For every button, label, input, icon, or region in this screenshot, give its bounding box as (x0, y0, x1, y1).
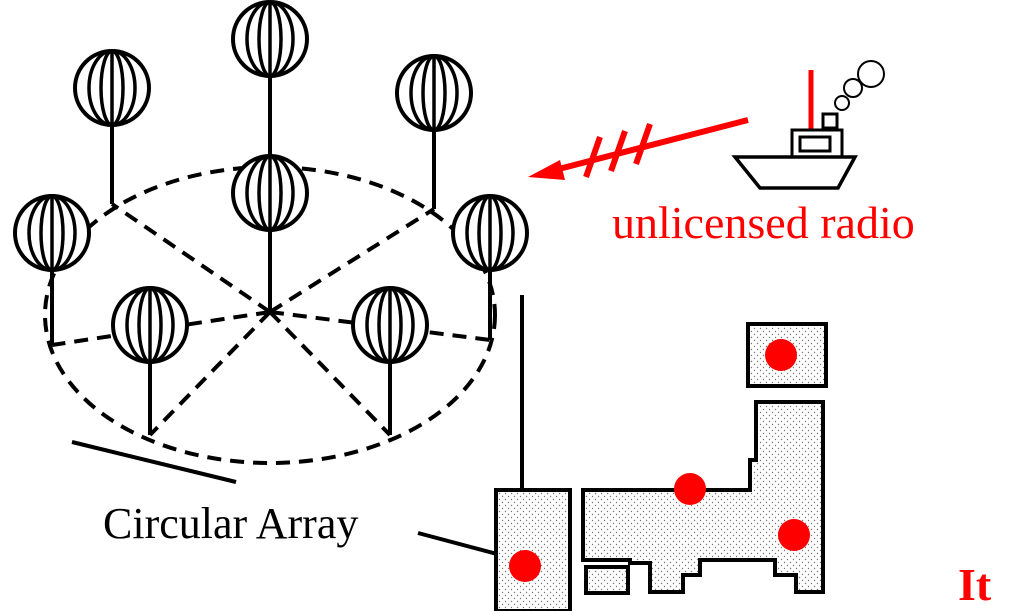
station-dot-icon (509, 550, 541, 582)
loop-antenna-icon (231, 154, 309, 232)
loop-antenna-icon (231, 0, 309, 78)
map-region (584, 565, 630, 595)
loop-antenna-icon (111, 286, 189, 364)
signal-arrow-icon (528, 117, 749, 180)
station-dot-icon (765, 339, 797, 371)
corner-text: It (958, 559, 992, 610)
ship-icon (731, 60, 885, 190)
loop-antenna-icon (73, 49, 151, 127)
circular-array-label: Circular Array (103, 499, 358, 548)
loop-antenna-icon (451, 194, 529, 272)
station-dot-icon (778, 519, 810, 551)
array-spokes (51, 202, 491, 437)
loop-antenna-icon (351, 286, 429, 364)
circular-array (13, 0, 529, 465)
stations (509, 339, 810, 582)
loop-antenna-icon (13, 194, 91, 272)
station-dot-icon (674, 473, 706, 505)
map-region (494, 488, 572, 611)
unlicensed-radio-label: unlicensed radio (612, 197, 915, 248)
label-underline (71, 440, 237, 484)
loop-antenna-icon (395, 54, 473, 132)
